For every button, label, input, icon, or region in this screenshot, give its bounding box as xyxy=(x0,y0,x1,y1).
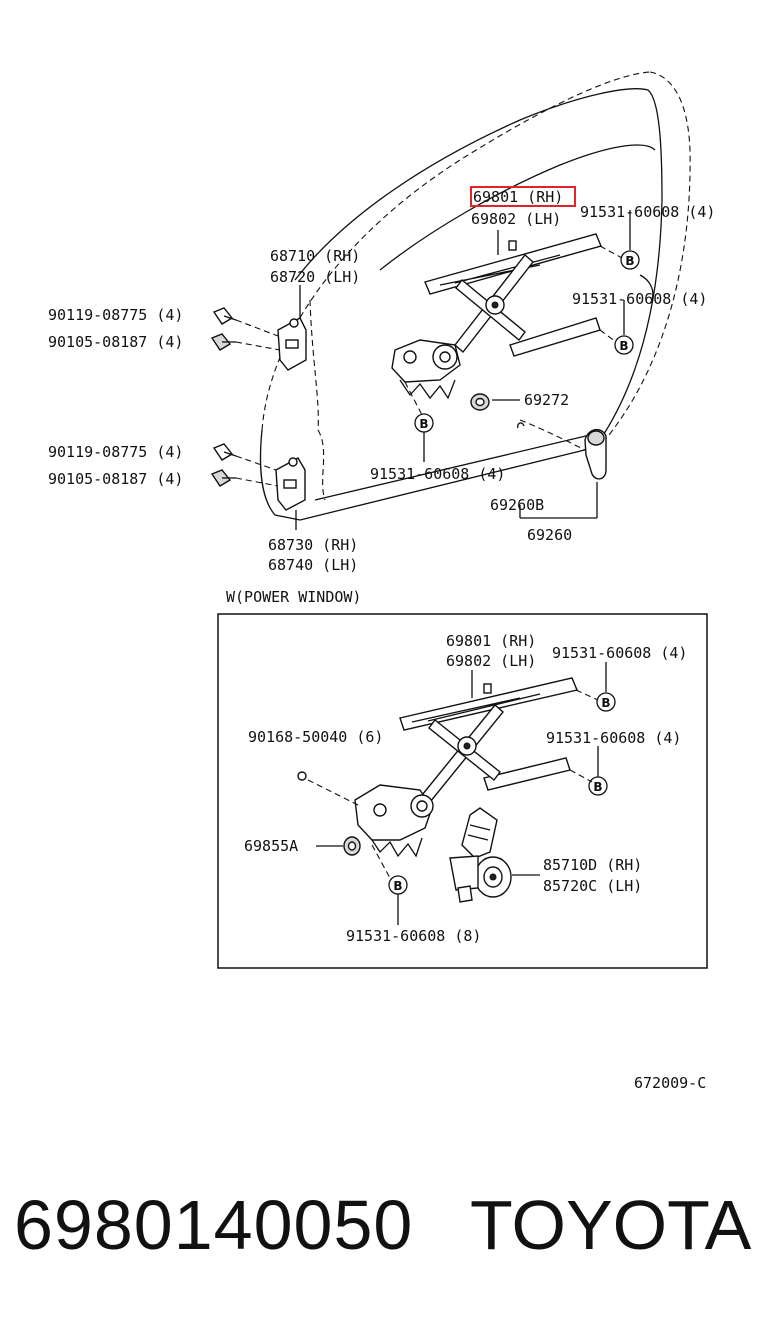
label-handle[interactable]: 69260 xyxy=(527,526,572,544)
label-regulator-lh[interactable]: 69802 (LH) xyxy=(471,210,561,228)
inset-leaders xyxy=(371,662,607,925)
label-regulator-rh[interactable]: 69801 (RH) xyxy=(473,188,563,206)
label-hinge-lower-lh[interactable]: 68740 (LH) xyxy=(268,556,358,574)
power-window-frame xyxy=(217,613,708,969)
label-pw-screw[interactable]: 90168-50040 (6) xyxy=(248,728,383,746)
label-pw-regulator-rh[interactable]: 69801 (RH) xyxy=(446,632,536,650)
label-pw-bolt-mid[interactable]: 91531-60608 (4) xyxy=(546,729,681,747)
label-bolt-lower-b[interactable]: 90105-08187 (4) xyxy=(48,470,183,488)
window-handle xyxy=(516,419,607,480)
brand-name: TOYOTA xyxy=(470,1186,752,1264)
upper-hinge xyxy=(210,285,307,371)
highlight-box xyxy=(470,186,576,207)
power-window-title: W(POWER WINDOW) xyxy=(226,588,361,606)
power-window-motor xyxy=(449,807,512,903)
label-hinge-lower-rh[interactable]: 68730 (RH) xyxy=(268,536,358,554)
label-pw-bolt-top[interactable]: 91531-60608 (4) xyxy=(552,644,687,662)
label-pw-motor-lh[interactable]: 85720C (LH) xyxy=(543,877,642,895)
upper-leaders xyxy=(404,210,631,519)
label-handle-part[interactable]: 69260B xyxy=(490,496,544,514)
b-marker: B xyxy=(419,417,428,431)
label-pw-regulator-lh[interactable]: 69802 (LH) xyxy=(446,652,536,670)
label-hinge-upper-lh[interactable]: 68720 (LH) xyxy=(270,268,360,286)
b-marker: B xyxy=(619,339,628,353)
footer: 6980140050 TOYOTA xyxy=(0,1185,760,1285)
screw-90168 xyxy=(297,771,361,807)
b-marker: B xyxy=(625,254,634,268)
part-number: 6980140050 xyxy=(14,1186,414,1264)
label-bolt-top-right[interactable]: 91531-60608 (4) xyxy=(580,203,715,221)
washer-69272 xyxy=(470,393,520,411)
label-pw-motor-rh[interactable]: 85710D (RH) xyxy=(543,856,642,874)
b-marker-group-upper: B B B xyxy=(414,250,640,433)
b-marker-group-inset: B B B xyxy=(388,692,616,895)
figure-code: 672009-C xyxy=(634,1074,706,1092)
label-bolt-upper-b[interactable]: 90105-08187 (4) xyxy=(48,333,183,351)
label-hinge-upper-rh[interactable]: 68710 (RH) xyxy=(270,247,360,265)
label-bolt-lower-a[interactable]: 90119-08775 (4) xyxy=(48,443,183,461)
grommet-69855a xyxy=(316,836,361,856)
label-bolt-upper-a[interactable]: 90119-08775 (4) xyxy=(48,306,183,324)
label-bolt-mid-right[interactable]: 91531-60608 (4) xyxy=(572,290,707,308)
door-outline xyxy=(259,71,691,521)
lower-hinge xyxy=(210,443,306,530)
label-pw-bolt-bottom[interactable]: 91531-60608 (8) xyxy=(346,927,481,945)
window-regulator-manual xyxy=(391,233,602,400)
label-pw-grommet[interactable]: 69855A xyxy=(244,837,298,855)
b-marker: B xyxy=(393,879,402,893)
b-marker: B xyxy=(593,780,602,794)
label-washer[interactable]: 69272 xyxy=(524,391,569,409)
label-bolt-lower-center[interactable]: 91531-60608 (4) xyxy=(370,465,505,483)
b-marker: B xyxy=(601,696,610,710)
